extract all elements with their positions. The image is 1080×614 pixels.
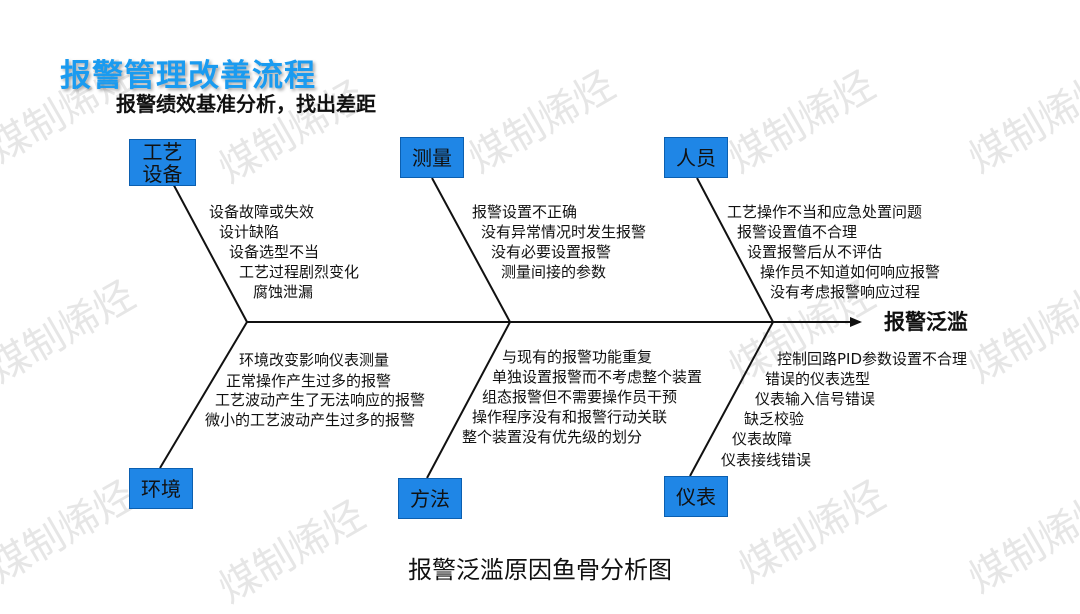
cause-item: 仪表接线错误 (721, 451, 812, 469)
cause-item: 腐蚀泄漏 (253, 283, 314, 301)
cause-item: 工艺操作不当和应急处置问题 (727, 203, 923, 221)
cause-item: 工艺过程剧烈变化 (239, 263, 360, 281)
cause-item: 工艺波动产生了无法响应的报警 (215, 391, 426, 409)
page-title: 报警管理改善流程 (60, 58, 316, 94)
cause-item: 仪表故障 (732, 430, 793, 448)
page-subtitle: 报警绩效基准分析，找出差距 (116, 92, 376, 116)
cause-item: 控制回路PID参数设置不合理 (777, 350, 968, 368)
category-label: 环境 (141, 476, 181, 501)
category-personnel: 人员 (664, 137, 728, 178)
cause-item: 没有必要设置报警 (491, 243, 612, 261)
bone-environment (159, 321, 248, 469)
cause-item: 环境改变影响仪表测量 (239, 351, 390, 369)
cause-item: 报警设置值不合理 (737, 223, 858, 241)
cause-item: 操作程序没有和报警行动关联 (472, 408, 668, 426)
category-process-equipment: 工艺 设备 (129, 139, 196, 186)
category-label: 人员 (676, 145, 716, 170)
cause-item: 测量间接的参数 (501, 263, 607, 281)
cause-item: 报警设置不正确 (472, 203, 578, 221)
category-measurement: 测量 (400, 137, 464, 178)
category-label: 仪表 (676, 484, 716, 509)
category-environment: 环境 (129, 468, 193, 509)
cause-item: 与现有的报警功能重复 (502, 348, 653, 366)
bone-personnel (696, 177, 774, 323)
effect-label: 报警泛滥 (884, 310, 968, 334)
cause-item: 没有考虑报警响应过程 (770, 283, 921, 301)
category-method: 方法 (398, 478, 462, 519)
cause-item: 单独设置报警而不考虑整个装置 (492, 368, 703, 386)
bone-instrument (689, 321, 774, 477)
category-instrument: 仪表 (664, 476, 728, 517)
cause-item: 微小的工艺波动产生过多的报警 (205, 411, 416, 429)
cause-item: 组态报警但不需要操作员干预 (482, 388, 678, 406)
cause-item: 设备选型不当 (229, 243, 320, 261)
cause-item: 仪表输入信号错误 (755, 390, 876, 408)
cause-item: 缺乏校验 (744, 410, 805, 428)
bone-process-equipment (169, 177, 248, 323)
bone-measurement (431, 177, 511, 323)
category-label: 工艺 设备 (142, 139, 183, 186)
cause-item: 设备故障或失效 (209, 203, 315, 221)
cause-item: 操作员不知道如何响应报警 (760, 263, 941, 281)
cause-item: 整个装置没有优先级的划分 (462, 428, 643, 446)
category-label: 测量 (412, 145, 452, 170)
cause-item: 设计缺陷 (219, 223, 280, 241)
cause-item: 错误的仪表选型 (765, 370, 871, 388)
bone-method (426, 321, 511, 479)
cause-item: 设置报警后从不评估 (747, 243, 883, 261)
category-label: 方法 (410, 486, 450, 511)
cause-item: 正常操作产生过多的报警 (226, 372, 392, 390)
cause-item: 没有异常情况时发生报警 (481, 223, 647, 241)
diagram-caption: 报警泛滥原因鱼骨分析图 (408, 556, 672, 584)
